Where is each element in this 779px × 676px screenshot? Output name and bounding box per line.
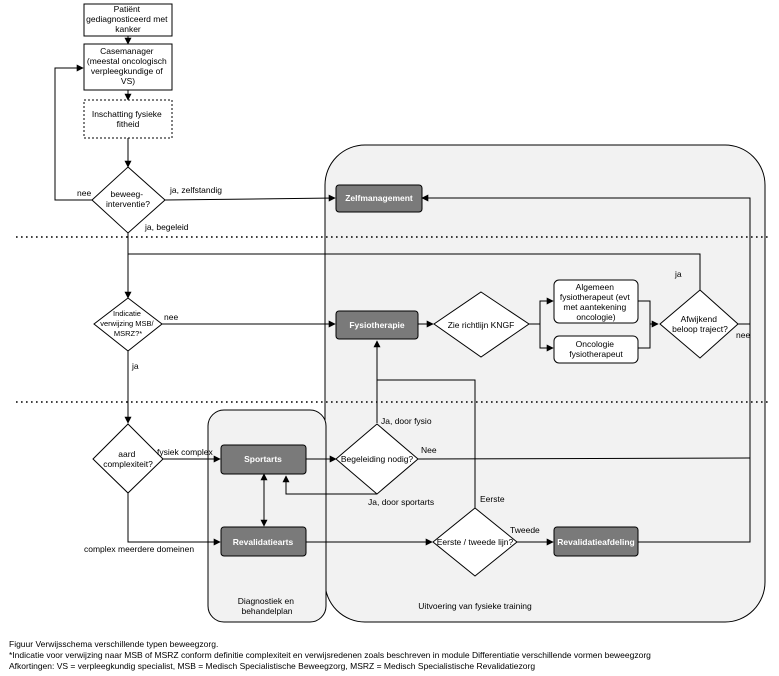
node-sportarts [220,444,307,475]
edges [54,36,751,546]
node-afwijkend-label: Afwijkend beloop traject? [672,314,728,334]
node-algemeen [553,279,639,324]
edge-label-ja-door-fysio: Ja, door fysio [381,416,432,426]
edge-label-nee: nee [77,188,91,198]
edge-label-nee-begeleiding: Nee [421,445,437,455]
node-patient-label: Patiënt gediagnosticeerd met kanker [86,4,170,34]
node-zelfmanagement [335,184,423,213]
node-casemanager-label: Casemanager (meestal oncologisch verplee… [87,46,169,86]
node-beweeg-label: beweeg- interventie? [106,189,150,209]
edge-label-nee-afwijkend: nee [736,330,750,340]
node-revalidatieafdeling-label: Revalidatieafdeling [557,537,634,547]
node-begeleiding-label: Begeleiding nodig? [341,454,414,464]
node-eerste [432,507,518,577]
node-begeleiding [335,423,419,495]
region-diagnostiek [207,409,327,623]
edge-label-ja-begeleid: ja, begeleid [144,222,189,232]
caption-abbreviations: Afkortingen: VS = verpleegkundig special… [9,661,536,671]
edge-label-nee-indicatie: nee [164,312,178,322]
node-zelfmanagement-label: Zelfmanagement [345,193,413,203]
caption-title: Figuur Verwijsschema verschillende typen… [9,639,219,649]
node-afwijkend [659,289,739,359]
edge-label-ja-afwijkend: ja [674,269,682,279]
node-casemanager [83,43,173,91]
edge-label-ja-zelfstandig: ja, zelfstandig [169,185,222,195]
node-sportarts-label: Sportarts [244,454,282,464]
edge-label-complex-meerdere: complex meerdere domeinen [84,544,194,554]
node-oncologie-label: Oncologie fysiotherapeut [569,339,623,359]
node-algemeen-label: Algemeen fysiotherapeut (evt met aanteke… [560,282,632,322]
node-beweeg [91,166,166,234]
node-indicatie-label: Indicatie verwijzing MSB/ MSRZ?* [100,309,155,338]
node-oncologie [553,335,639,364]
node-aard-label: aard complexiteit? [103,449,153,469]
region-uitvoering-label: Uitvoering van fysieke training [418,601,532,611]
region-diagnostiek-label: Diagnostiek en behandelplan [238,596,297,616]
node-inschatting [83,99,173,139]
region-uitvoering [324,144,766,623]
node-revalidatiearts-label: Revalidatiearts [233,537,294,547]
node-indicatie [93,297,163,352]
edge-label-eerste: Eerste [480,494,505,504]
caption-footnote: *Indicatie voor verwijzing naar MSB of M… [9,650,651,660]
node-fysiotherapie-label: Fysiotherapie [349,320,405,330]
node-revalidatiearts [220,526,307,557]
node-eerste-label: Eerste / tweede lijn? [437,537,514,547]
node-fysiotherapie [335,310,419,340]
node-inschatting-label: Inschatting fysieke fitheid [92,109,164,129]
node-richtlijn-label: Zie richtlijn KNGF [448,320,515,330]
node-aard [92,423,164,494]
node-revalidatieafdeling [553,526,639,557]
node-richtlijn [433,291,530,358]
edge-label-ja-indicatie: ja [131,361,139,371]
edge-label-tweede: Tweede [510,525,540,535]
edge-label-fysiek-complex: fysiek complex [157,447,213,457]
node-patient [83,3,173,37]
edge-label-ja-door-sportarts: Ja, door sportarts [368,497,434,507]
